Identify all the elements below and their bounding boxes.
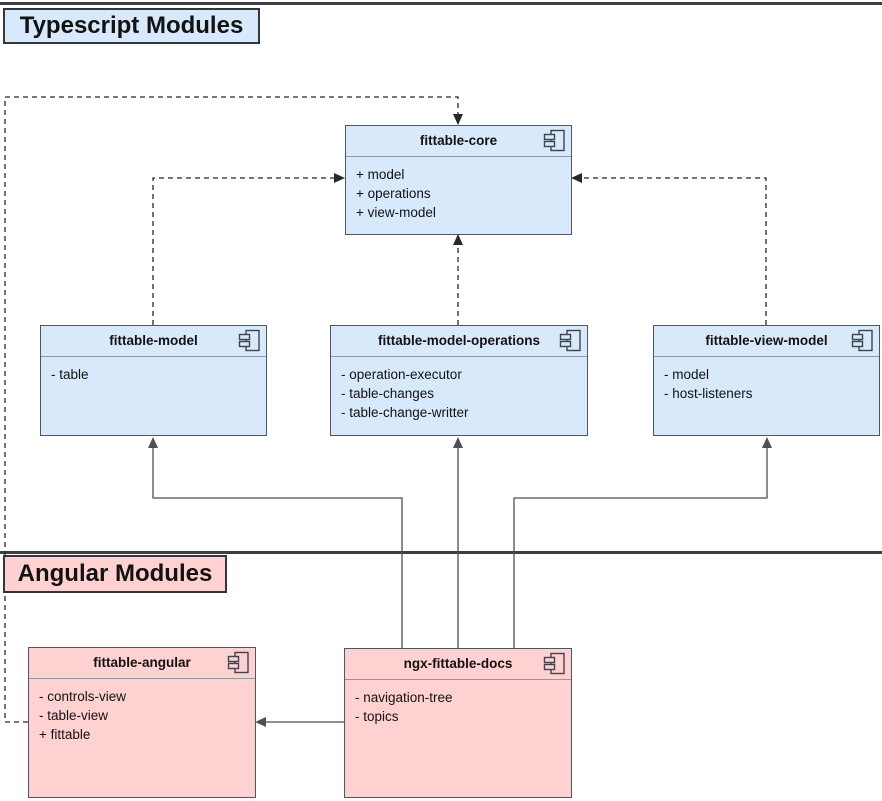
module-member: - model — [664, 367, 710, 382]
module-body: + model + operations + view-model — [346, 157, 571, 222]
module-member: + operations — [356, 186, 431, 201]
arrowhead-right-icon — [334, 173, 345, 183]
section-label-text: Angular Modules — [17, 560, 213, 587]
module-body: - table — [41, 357, 266, 384]
top-border-rule — [0, 2, 882, 5]
edge-ngx-fittable-docs-to-fittable-view-model — [513, 437, 772, 648]
module-fittable-view-model[interactable]: fittable-view-model - model - host-liste… — [653, 325, 880, 436]
module-ngx-fittable-docs[interactable]: ngx-fittable-docs - navigation-tree - to… — [344, 648, 572, 798]
module-fittable-model-operations[interactable]: fittable-model-operations - operation-ex… — [330, 325, 588, 436]
edge-fittable-model-to-fittable-core — [152, 173, 345, 325]
module-member: - topics — [355, 709, 399, 724]
component-icon — [238, 329, 260, 352]
arrowhead-up-icon — [453, 437, 463, 448]
module-member: - table-change-writter — [341, 405, 469, 420]
module-member: + model — [356, 167, 405, 182]
arrowhead-left-icon — [255, 717, 266, 727]
module-body: - navigation-tree - topics — [345, 680, 571, 726]
edge-ngx-fittable-docs-to-fittable-model — [148, 437, 403, 648]
edge-fittable-model-operations-to-fittable-core — [453, 234, 463, 325]
arrowhead-down-icon — [453, 114, 463, 125]
module-header: fittable-model — [41, 326, 266, 357]
edge-fittable-view-model-to-fittable-core — [571, 173, 767, 325]
module-body: - controls-view - table-view + fittable — [29, 679, 255, 744]
component-icon — [851, 329, 873, 352]
module-fittable-core[interactable]: fittable-core + model + operations + vie… — [345, 125, 572, 235]
component-icon — [543, 129, 565, 152]
module-member: - controls-view — [39, 689, 127, 704]
component-icon — [227, 651, 249, 674]
arrowhead-up-icon — [453, 234, 463, 245]
component-icon — [543, 652, 565, 675]
module-member: - navigation-tree — [355, 690, 453, 705]
edge-ngx-fittable-docs-to-fittable-model-operations — [453, 437, 463, 648]
module-member: + fittable — [39, 727, 91, 742]
module-header: fittable-angular — [29, 648, 255, 679]
module-title: fittable-model-operations — [377, 333, 540, 348]
module-fittable-angular[interactable]: fittable-angular - controls-view - table… — [28, 647, 256, 798]
module-member: - table-changes — [341, 386, 435, 401]
module-title: fittable-view-model — [705, 333, 828, 348]
module-member: - table — [51, 367, 89, 382]
module-header: fittable-view-model — [654, 326, 879, 357]
module-header: ngx-fittable-docs — [345, 649, 571, 680]
section-label-typescript[interactable]: Typescript Modules — [3, 8, 260, 44]
module-title: ngx-fittable-docs — [403, 656, 513, 671]
arrowhead-up-icon — [148, 437, 158, 448]
section-divider-rule — [0, 551, 882, 554]
module-header: fittable-core — [346, 126, 571, 157]
module-body: - operation-executor - table-changes - t… — [331, 357, 587, 422]
module-member: - host-listeners — [664, 386, 753, 401]
module-body: - model - host-listeners — [654, 357, 879, 403]
arrowhead-up-icon — [762, 437, 772, 448]
component-icon — [559, 329, 581, 352]
section-label-angular[interactable]: Angular Modules — [3, 555, 227, 593]
module-fittable-model[interactable]: fittable-model - table — [40, 325, 267, 436]
module-member: + view-model — [356, 205, 436, 220]
section-label-text: Typescript Modules — [19, 12, 244, 39]
module-title: fittable-angular — [93, 655, 191, 670]
module-title: fittable-core — [419, 133, 498, 148]
module-title: fittable-model — [109, 333, 198, 348]
arrowhead-left-icon — [571, 173, 582, 183]
module-header: fittable-model-operations — [331, 326, 587, 357]
edge-ngx-fittable-docs-to-fittable-angular — [255, 717, 344, 727]
module-member: - table-view — [39, 708, 109, 723]
module-member: - operation-executor — [341, 367, 462, 382]
